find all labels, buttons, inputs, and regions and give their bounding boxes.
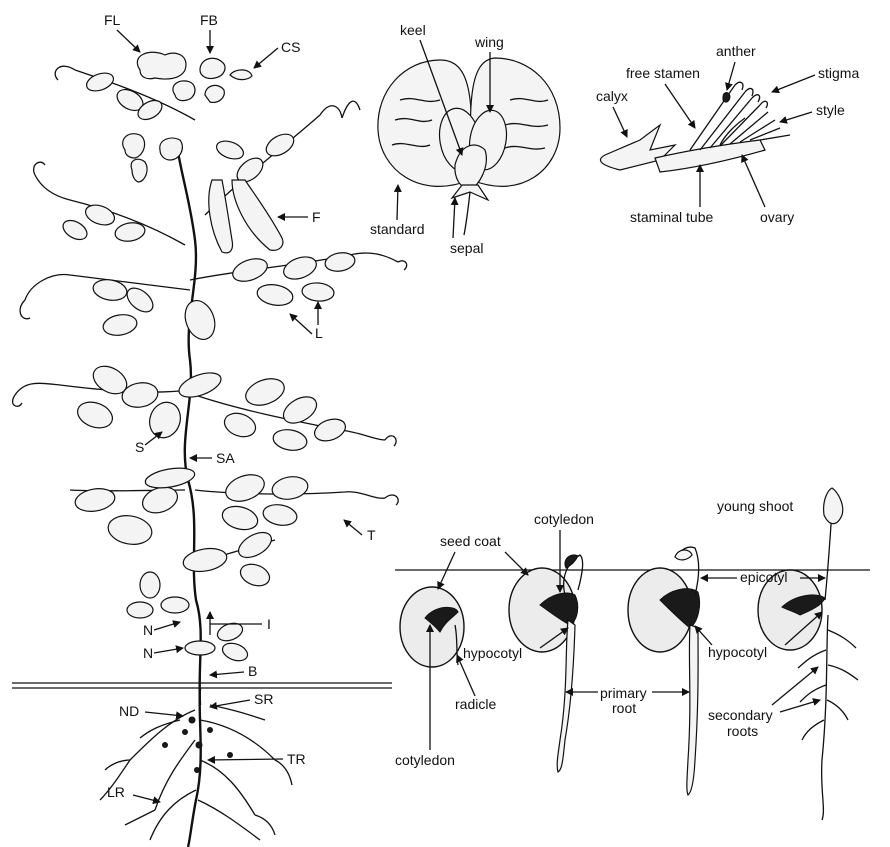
- label-cotyledon-bottom: cotyledon: [395, 752, 455, 768]
- label-primary: primary: [600, 685, 647, 701]
- seedling-stage-3: [628, 547, 700, 795]
- leaflets: [60, 70, 357, 664]
- label-T: T: [367, 527, 376, 543]
- label-staminal-tube: staminal tube: [630, 209, 713, 225]
- label-roots: roots: [727, 723, 758, 739]
- pea-pods: [209, 180, 283, 253]
- label-N-lower: N: [143, 645, 153, 661]
- label-sepal: sepal: [450, 240, 483, 256]
- label-FL: FL: [104, 12, 121, 28]
- label-standard: standard: [370, 221, 424, 237]
- label-wing: wing: [474, 34, 504, 50]
- label-young-shoot: young shoot: [717, 498, 793, 514]
- seedling-stage-4: [758, 488, 858, 820]
- label-radicle: radicle: [455, 696, 496, 712]
- label-B: B: [248, 663, 257, 679]
- label-root: root: [612, 700, 636, 716]
- label-TR: TR: [287, 751, 306, 767]
- pea-plant: [12, 52, 407, 847]
- label-style: style: [816, 102, 845, 118]
- label-N-upper: N: [143, 622, 153, 638]
- label-stigma: stigma: [818, 65, 859, 81]
- pea-flower: [378, 58, 560, 235]
- seedling-stage-2: [509, 555, 583, 772]
- label-I: I: [267, 616, 271, 632]
- label-ND: ND: [119, 703, 139, 719]
- label-S: S: [135, 439, 144, 455]
- label-seed-coat: seed coat: [440, 533, 501, 549]
- label-LR: LR: [107, 784, 125, 800]
- label-free-stamen: free stamen: [626, 65, 700, 81]
- label-keel: keel: [400, 22, 426, 38]
- label-hypocotyl-right: hypocotyl: [708, 644, 767, 660]
- label-F: F: [312, 209, 321, 225]
- seedling-stage-1: [400, 587, 464, 667]
- label-SR: SR: [254, 691, 273, 707]
- label-ovary: ovary: [760, 209, 794, 225]
- label-FB: FB: [200, 12, 218, 28]
- label-hypocotyl-left: hypocotyl: [463, 645, 522, 661]
- stamen-pistil: [600, 82, 790, 172]
- label-secondary: secondary: [708, 707, 773, 723]
- label-anther: anther: [716, 43, 756, 59]
- label-cotyledon-top: cotyledon: [534, 511, 594, 527]
- label-SA: SA: [216, 450, 235, 466]
- label-CS: CS: [281, 39, 300, 55]
- label-calyx: calyx: [596, 88, 628, 104]
- soil-line-left: [12, 683, 392, 688]
- label-epicotyl: epicotyl: [740, 569, 787, 585]
- label-L: L: [315, 325, 323, 341]
